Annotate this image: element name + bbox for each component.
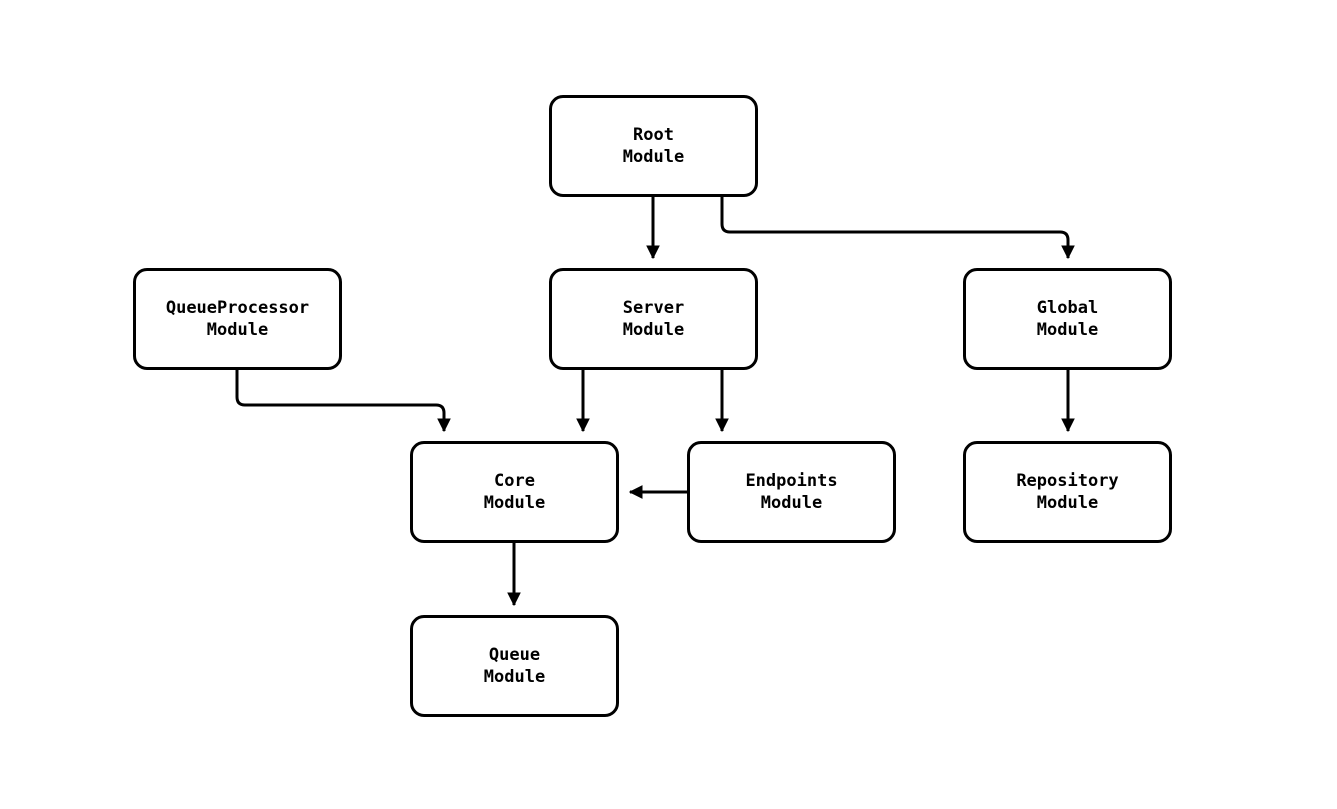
node-queue[interactable]: Queue Module: [410, 615, 619, 717]
edge-queueprocessor-to-core: [235, 370, 451, 433]
node-queue-label-line1: Queue: [488, 645, 541, 665]
node-root-label-line2: Module: [622, 147, 685, 167]
node-server-label-line1: Server: [622, 298, 685, 318]
node-core[interactable]: Core Module: [410, 441, 619, 543]
node-root[interactable]: Root Module: [549, 95, 758, 197]
node-global-label-line1: Global: [1036, 298, 1099, 318]
node-root-label-line1: Root: [633, 125, 674, 145]
node-endpoints[interactable]: Endpoints Module: [687, 441, 896, 543]
node-repository-label-line2: Module: [1036, 493, 1099, 513]
node-repository[interactable]: Repository Module: [963, 441, 1172, 543]
node-endpoints-label-line2: Module: [760, 493, 823, 513]
node-core-label-line2: Module: [483, 493, 546, 513]
node-queueprocessor-label-line2: Module: [206, 320, 269, 340]
edge-root-to-global: [720, 196, 1075, 260]
node-repository-label-line1: Repository: [1016, 471, 1119, 491]
node-server-label-line2: Module: [622, 320, 685, 340]
node-queueprocessor[interactable]: QueueProcessor Module: [133, 268, 342, 370]
node-queue-label-line2: Module: [483, 667, 546, 687]
node-queueprocessor-label-line1: QueueProcessor: [165, 298, 310, 318]
node-server[interactable]: Server Module: [549, 268, 758, 370]
node-global-label-line2: Module: [1036, 320, 1099, 340]
node-endpoints-label-line1: Endpoints: [745, 471, 838, 491]
node-core-label-line1: Core: [494, 471, 535, 491]
node-global[interactable]: Global Module: [963, 268, 1172, 370]
